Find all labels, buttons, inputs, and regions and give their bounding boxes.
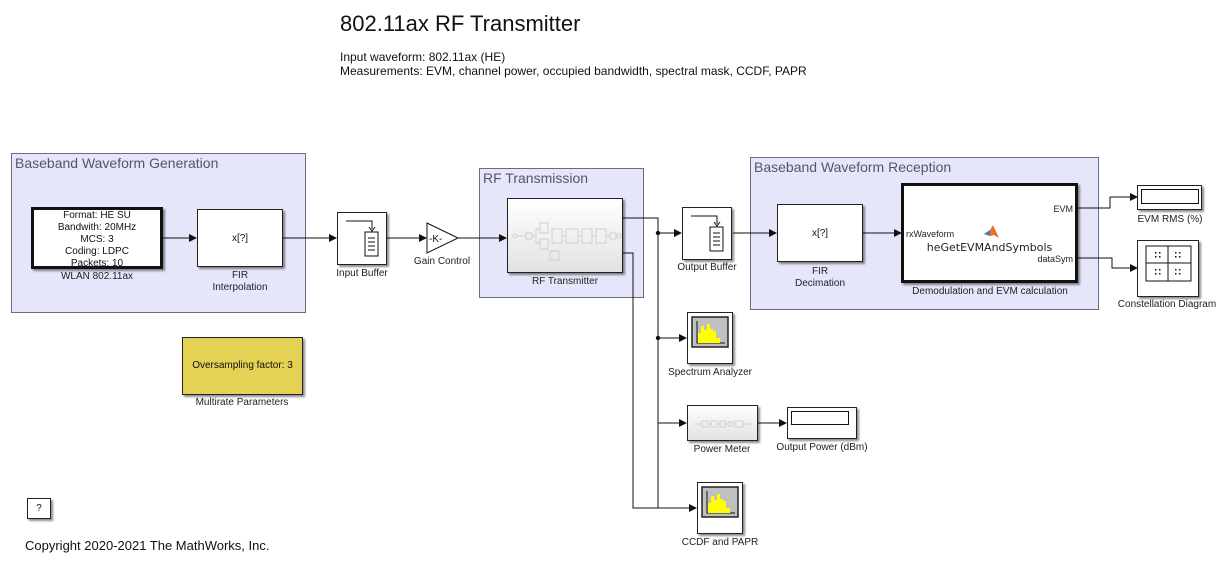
demodulation-label: Demodulation and EVM calculation xyxy=(912,286,1068,297)
power-meter-label: Power Meter xyxy=(693,444,751,455)
fir-decimation-block[interactable]: x[?] xyxy=(777,204,863,262)
spectrum-analyzer-label: Spectrum Analyzer xyxy=(668,367,752,378)
display-field xyxy=(791,411,849,425)
rf-transmitter-block[interactable] xyxy=(507,198,623,273)
display-field xyxy=(1141,189,1199,204)
wlan-param: MCS: 3 xyxy=(80,234,114,245)
model-title: 802.11ax RF Transmitter xyxy=(340,11,581,36)
fir-decimation-label: FIR Decimation xyxy=(770,266,870,290)
input-buffer-block[interactable] xyxy=(337,212,387,265)
fir-decimation-text: x[?] xyxy=(811,228,829,239)
fir-interpolation-block[interactable]: x[?] xyxy=(197,209,283,267)
input-waveform-text: Input waveform: 802.11ax (HE) xyxy=(340,50,506,64)
rf-chain-icon xyxy=(512,222,622,261)
gain-control-block[interactable]: -K- xyxy=(426,222,460,254)
wlan-param: Bandwith: 20MHz xyxy=(57,222,137,233)
help-text: ? xyxy=(36,503,42,514)
copyright-text: Copyright 2020-2021 The MathWorks, Inc. xyxy=(25,538,270,553)
output-buffer-label: Output Buffer xyxy=(677,262,737,273)
port-rxwaveform: rxWaveform xyxy=(906,229,955,239)
buffer-icon xyxy=(691,215,724,252)
buffer-icon xyxy=(346,220,379,257)
matlab-logo-icon xyxy=(984,225,999,238)
wlan-param: Packets: 10 xyxy=(70,258,124,269)
output-power-label: Output Power (dBm) xyxy=(776,442,868,453)
oversampling-text: Oversampling factor: 3 xyxy=(192,360,293,371)
area-label: Baseband Waveform Generation xyxy=(15,155,219,171)
wlan-param: Coding: LDPC xyxy=(65,246,129,257)
output-buffer-block[interactable] xyxy=(682,207,732,260)
port-evm: EVM xyxy=(1053,204,1073,214)
wire-rftx-ccdf xyxy=(622,252,697,512)
gain-control-label: Gain Control xyxy=(413,256,471,267)
spectrum-analyzer-block[interactable] xyxy=(687,312,733,364)
function-name: heGetEVMAndSymbols xyxy=(926,241,1053,254)
label-line: Interpolation xyxy=(212,282,268,293)
port-datasym: dataSym xyxy=(1037,254,1073,264)
area-label: Baseband Waveform Reception xyxy=(754,159,952,175)
wire-to-powermeter xyxy=(657,338,687,427)
rf-transmitter-label: RF Transmitter xyxy=(531,276,599,287)
constellation-icon xyxy=(1145,245,1192,282)
ccdf-papr-label: CCDF and PAPR xyxy=(681,537,759,548)
demodulation-evm-block[interactable]: rxWaveform EVM dataSym heGetEVMAndSymbol… xyxy=(901,183,1078,283)
gain-text: -K- xyxy=(429,234,442,245)
output-power-display-block[interactable] xyxy=(787,407,857,439)
scope-icon xyxy=(701,486,739,518)
wire-datasym xyxy=(1078,257,1138,272)
branch-point xyxy=(655,230,661,236)
wlan-param: Format: HE SU xyxy=(63,210,131,221)
branch-point xyxy=(655,335,661,341)
measurements-text: Measurements: EVM, channel power, occupi… xyxy=(340,64,807,78)
ccdf-papr-block[interactable] xyxy=(697,482,743,534)
multirate-parameters-label: Multirate Parameters xyxy=(195,397,289,408)
label-line: FIR xyxy=(811,266,829,277)
rf-chain-icon xyxy=(694,420,752,428)
area-label: RF Transmission xyxy=(483,170,589,186)
constellation-diagram-block[interactable] xyxy=(1137,240,1199,297)
scope-icon xyxy=(691,316,729,348)
constellation-label: Constellation Diagram xyxy=(1117,299,1217,310)
input-buffer-label: Input Buffer xyxy=(336,268,388,279)
wire-evm xyxy=(1078,193,1138,209)
wlan-block-label: WLAN 802.11ax xyxy=(60,271,134,282)
wlan-waveform-generator-block[interactable]: Format: HE SU Bandwith: 20MHz MCS: 3 Cod… xyxy=(31,207,163,269)
fir-interpolation-label: FIR Interpolation xyxy=(190,270,290,294)
label-line: FIR xyxy=(231,270,249,281)
evm-rms-display-block[interactable] xyxy=(1137,185,1202,210)
label-line: Decimation xyxy=(794,278,846,289)
fir-interpolation-text: x[?] xyxy=(231,233,249,244)
evm-rms-label: EVM RMS (%) xyxy=(1137,214,1203,225)
wire-rftx-outputs xyxy=(622,217,659,508)
multirate-parameters-block[interactable]: Oversampling factor: 3 xyxy=(182,337,303,395)
model-description: Input waveform: 802.11ax (HE) Measuremen… xyxy=(340,50,807,78)
help-button[interactable]: ? xyxy=(27,498,51,519)
power-meter-block[interactable] xyxy=(687,405,758,441)
